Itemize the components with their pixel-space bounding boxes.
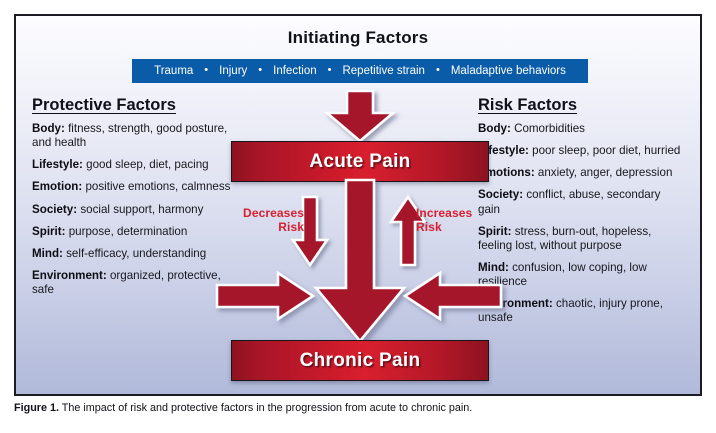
protective-factor-item-text: good sleep, diet, pacing — [82, 158, 209, 172]
decreases-risk-line2: Risk — [278, 220, 304, 235]
increases-risk-arrow-icon — [388, 194, 428, 268]
initiating-factor-separator: • — [258, 63, 263, 76]
initiating-factor-item: Repetitive strain — [342, 65, 425, 77]
acute-pain-label: Acute Pain — [309, 150, 411, 172]
protective-factor-item-label: Mind: — [32, 246, 63, 260]
protective-factor-item: Lifestyle: good sleep, diet, pacing — [32, 158, 238, 172]
risk-factor-item-label: Emotions: — [478, 166, 535, 180]
protective-factors-heading: Protective Factors — [32, 96, 176, 114]
risk-factor-item-label: Spirit: — [478, 224, 512, 238]
acute-pain-box: Acute Pain — [231, 141, 489, 182]
protective-factor-item-text: fitness, strength, good posture, and hea… — [32, 122, 228, 150]
header-title: Initiating Factors — [287, 28, 429, 47]
risk-factor-item: Body: Comorbidities — [478, 122, 684, 136]
protective-factor-item-text: self-efficacy, understanding — [62, 246, 207, 260]
risk-factor-item: Lifestyle: poor sleep, poor diet, hurrie… — [478, 144, 684, 158]
initiating-to-acute-arrow-icon — [323, 89, 397, 143]
risk-factor-item: Mind: confusion, low coping, low resilie… — [478, 261, 684, 289]
protective-factor-item: Mind: self-efficacy, understanding — [32, 247, 238, 261]
risk-factor-item: Spirit: stress, burn-out, hopeless, feel… — [478, 225, 684, 253]
protective-factor-item-label: Body: — [32, 122, 65, 135]
initiating-factor-item: Injury — [219, 65, 248, 77]
risk-factor-item-label: Lifestyle: — [478, 144, 529, 158]
figure-caption-prefix: Figure 1. — [14, 402, 59, 414]
decreases-risk-label: Decreases Risk — [232, 206, 304, 234]
initiating-factor-separator: • — [435, 63, 440, 76]
protective-factor-item-text: social support, harmony — [77, 202, 204, 216]
risk-factor-item-text: stress, burn-out, hopeless, feeling lost… — [478, 224, 652, 252]
initiating-factor-item: Infection — [273, 65, 317, 77]
risk-factor-item-label: Environment: — [478, 297, 553, 311]
risk-factor-item-text: Comorbidities — [510, 122, 585, 135]
initiating-factor-separator: • — [204, 63, 209, 76]
chronic-pain-label: Chronic Pain — [299, 349, 421, 371]
protective-factor-item-text: organized, protective, safe — [32, 268, 221, 297]
figure-caption: Figure 1. The impact of risk and protect… — [14, 402, 704, 415]
initiating-factors-bar: Trauma • Injury • Infection • Repetitive strai… — [132, 59, 588, 83]
risk-factor-item-text: anxiety, anger, depression — [534, 166, 673, 180]
protective-factor-item-label: Spirit: — [32, 224, 66, 238]
protective-factor-item-label: Environment: — [32, 268, 107, 282]
protective-factor-item-label: Lifestyle: — [32, 158, 83, 172]
risk-factor-item: Emotions: anxiety, anger, depression — [478, 166, 684, 180]
risk-factor-item-label: Society: — [478, 188, 524, 202]
risk-factor-item-label: Mind: — [478, 260, 509, 274]
risk-factors-heading: Risk Factors — [478, 96, 578, 114]
risk-factor-item: Environment: chaotic, injury prone, unsa… — [478, 297, 684, 325]
protective-factor-item-text: positive emotions, calmness — [82, 180, 231, 194]
protective-factor-item: Emotion: positive emotions, calmness — [32, 180, 238, 194]
protective-factor-item: Body: fitness, strength, good posture, a… — [32, 122, 238, 150]
protective-factor-item-label: Emotion: — [32, 180, 83, 194]
figure-caption-text: The impact of risk and protective factor… — [59, 402, 473, 414]
acute-to-chronic-arrow-icon — [312, 178, 408, 344]
risk-factor-item-text: poor sleep, poor diet, hurried — [528, 144, 681, 158]
initiating-factor-separator: • — [327, 63, 332, 76]
figure-panel: Initiating Factors Trauma • Injury • Infecti… — [14, 14, 702, 396]
protective-factors-list: Body: fitness, strength, good posture, a… — [32, 122, 238, 297]
decreases-risk-line1: Decreases — [243, 206, 304, 220]
protective-factor-item: Society: social support, harmony — [32, 203, 238, 217]
protective-factor-item: Environment: organized, protective, safe — [32, 269, 238, 297]
protective-factor-item-label: Society: — [32, 202, 78, 216]
initiating-factor-item: Maladaptive behaviors — [450, 65, 566, 77]
risk-factor-item-label: Body: — [478, 122, 511, 135]
decreases-risk-arrow-icon — [290, 195, 330, 268]
risk-factor-item: Society: conflict, abuse, secondary gain — [478, 188, 684, 216]
protective-factor-item-text: purpose, determination — [65, 224, 188, 238]
chronic-pain-box: Chronic Pain — [231, 340, 489, 381]
protective-factor-item: Spirit: purpose, determination — [32, 225, 238, 239]
initiating-factor-item: Trauma — [154, 65, 194, 77]
risk-factor-item-text: conflict, abuse, secondary gain — [478, 188, 661, 216]
protective-factors-column: Protective Factors Body: fitness, streng… — [32, 96, 238, 305]
initiating-factors-list: Trauma • Injury • Infection • Repetitive strai… — [154, 63, 566, 77]
